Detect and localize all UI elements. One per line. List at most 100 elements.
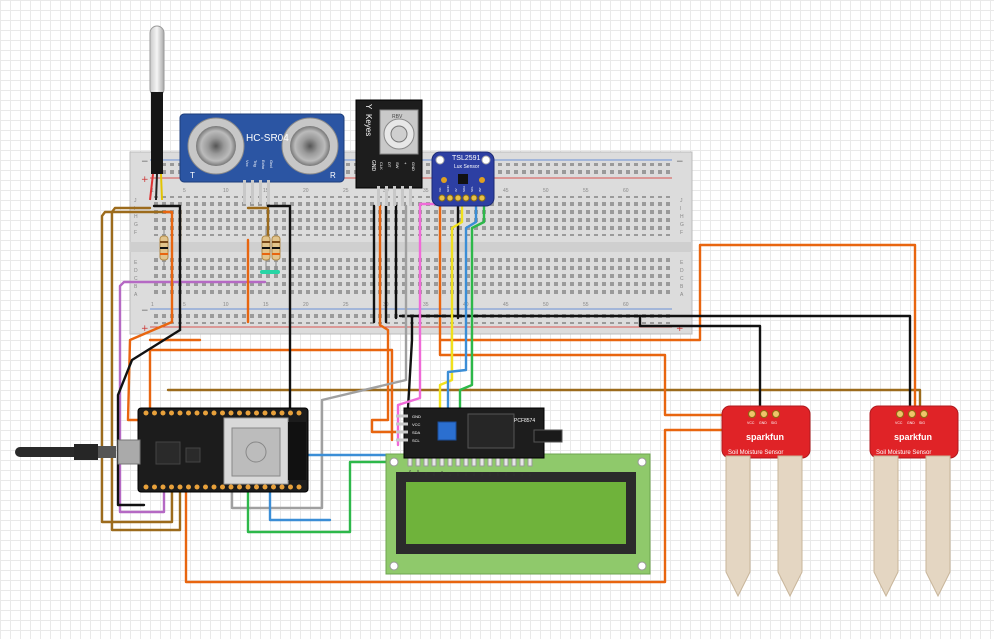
esp32-pin (169, 410, 174, 416)
lcd-pin-label: D0 (456, 472, 460, 476)
esp32-pin (271, 410, 276, 416)
ultrasonic-r-label: R (330, 171, 336, 180)
breadboard-row-letter: A (134, 292, 138, 298)
esp32-pin (254, 410, 259, 416)
ultrasonic-t-label: T (190, 171, 195, 180)
lux-pin-label: Vin (438, 187, 442, 192)
breadboard-row-letter: B (680, 284, 684, 290)
esp32-pin (203, 410, 208, 416)
lcd-pin-label: VSS (408, 470, 412, 476)
breadboard-row-letter: D (134, 268, 138, 274)
lux-pin-label: 3V (454, 188, 458, 192)
ultrasonic-pin-label: Vcc (245, 160, 250, 167)
rail-minus-top: − (141, 157, 149, 167)
breadboard-column-number: 55 (583, 188, 589, 194)
ultrasonic-pin (251, 180, 254, 204)
soil1-pin-label: GND (759, 421, 767, 425)
wire-black (638, 314, 762, 414)
rotary-pin (401, 186, 404, 206)
rail-plus-bottom: + (141, 324, 149, 334)
lcd-pin-label: D2 (472, 472, 476, 476)
breadboard-column-number: 1 (151, 188, 154, 194)
esp32-pin (152, 484, 157, 490)
esp32-pin (237, 410, 242, 416)
lcd-pin-label: D6 (504, 472, 508, 476)
wire-orange (184, 428, 737, 584)
lcd-pin-label: D7 (512, 472, 516, 476)
wire-brown (246, 206, 270, 242)
lcd-pin-label: RS (432, 472, 436, 476)
breadboard-row-letter: H (134, 214, 138, 220)
wire-black (116, 328, 182, 507)
esp32-pin (288, 484, 293, 490)
wire-orange (148, 348, 394, 442)
esp32-pin (177, 484, 183, 490)
wire-black (266, 204, 292, 324)
esp32-pin (262, 484, 268, 490)
lux-pin (446, 194, 454, 202)
esp32-pin (254, 484, 259, 490)
lcd-pin-label: V0 (424, 472, 428, 476)
rotary-pin-label: + (403, 162, 408, 165)
rotary-pin-label: SW (395, 162, 400, 169)
esp32-pin (279, 484, 285, 490)
rotary-pin (409, 186, 412, 206)
esp32-pin (160, 410, 166, 416)
esp32-pin (143, 410, 149, 416)
soil1-label: Soil Moisture Sensor (728, 450, 783, 456)
breadboard-column-number: 15 (263, 302, 269, 308)
soil2-pin (896, 410, 904, 418)
backpack-pin (396, 438, 408, 442)
soil2-pin (908, 410, 916, 418)
esp32-pin (160, 484, 166, 490)
esp32-pin (152, 410, 157, 416)
esp32-pin (186, 410, 191, 416)
breadboard-column-number: 45 (503, 188, 509, 194)
backpack-chip-label: PCF8574 (514, 418, 535, 424)
wire-orange (162, 210, 174, 324)
lux-pin (470, 194, 478, 202)
breadboard-row-letter: F (134, 230, 137, 236)
wire-black (406, 316, 414, 410)
esp32-pin (296, 484, 302, 490)
rotary-brand-label: Keyes (364, 114, 373, 136)
ultrasonic-pin-label: Trig (253, 160, 258, 167)
soil2-label: Soil Moisture Sensor (876, 450, 931, 456)
lux-pin (462, 194, 470, 202)
esp32-pin (186, 484, 191, 490)
esp32-pin (177, 410, 183, 416)
backpack-pin-label: GND (412, 414, 421, 419)
lcd-pin-label: E (448, 474, 452, 476)
wire-black (152, 204, 182, 332)
temperature-probe (149, 25, 165, 201)
wire-purple (118, 280, 267, 514)
soil2-pin-label: GND (907, 421, 915, 425)
wire-brown (166, 388, 922, 414)
breadboard-row-letter: C (134, 276, 138, 282)
soil2-pin-label: VCC (895, 421, 903, 425)
resistor-3 (271, 226, 281, 270)
rotary-side-label: GND (370, 160, 376, 172)
esp32-pin (245, 410, 251, 416)
breadboard-column-number: 20 (303, 302, 309, 308)
esp32-pin (228, 410, 234, 416)
soil1-pin (748, 410, 756, 418)
breadboard-column-number: 5 (183, 188, 186, 194)
breadboard-column-number: 1 (151, 302, 154, 308)
breadboard-row-letter: C (680, 276, 684, 282)
lux-pin-label: INT (478, 187, 482, 192)
soil1-pin-label: SIG (771, 421, 777, 425)
esp32-pin (271, 484, 276, 490)
wire-yellow (438, 204, 464, 450)
